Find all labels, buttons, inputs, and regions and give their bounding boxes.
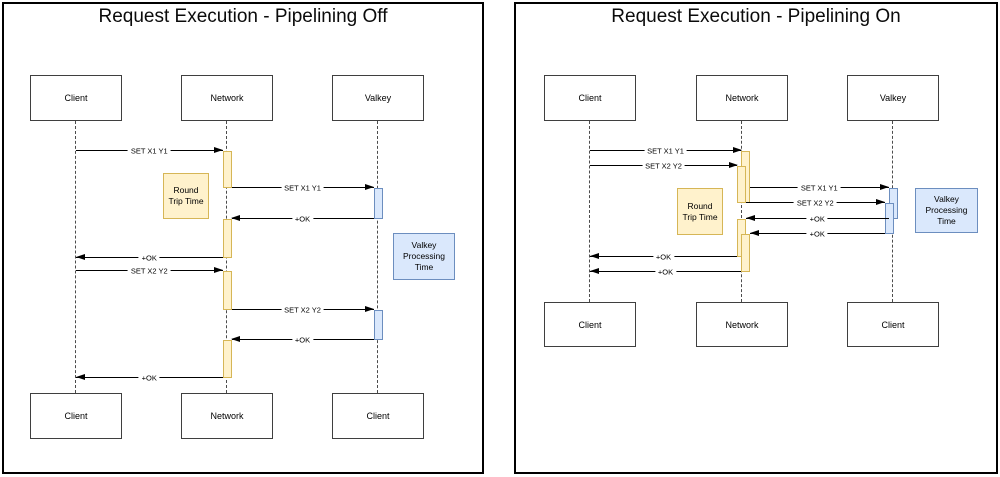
- note-round-trip-time: Round Trip Time: [163, 173, 209, 219]
- message-label: SET X2 Y2: [793, 198, 837, 208]
- lifeline-client: [589, 121, 591, 302]
- activation-bar-network-nested: [737, 166, 746, 203]
- message-label: +OK: [806, 229, 828, 238]
- activation-bar-network: [222, 150, 232, 188]
- message-label: SET X2 Y2: [281, 305, 324, 314]
- note-label: Round Trip Time: [682, 200, 718, 222]
- actor-box-network-bottom: Network: [181, 393, 273, 439]
- actor-label: Client: [366, 411, 390, 421]
- activation-bar-network: [222, 339, 232, 378]
- note-label: Valkey Processing Time: [402, 240, 446, 272]
- actor-box-valkey-top: Valkey: [847, 75, 939, 121]
- message-label: +OK: [291, 214, 314, 223]
- actor-label: Client: [578, 319, 602, 330]
- arrowhead-left-icon: [231, 335, 240, 342]
- activation-bar-network-nested: [741, 233, 750, 272]
- note-valkey-processing-time: Valkey Processing Time: [915, 188, 978, 233]
- message-label: +OK: [138, 253, 160, 262]
- arrowhead-left-icon: [749, 229, 759, 236]
- actor-label: Valkey: [364, 93, 392, 103]
- arrowhead-left-icon: [589, 267, 599, 274]
- actor-label: Network: [725, 319, 759, 330]
- activation-bar-network: [222, 271, 232, 310]
- actor-label: Network: [210, 93, 244, 103]
- arrowhead-left-icon: [75, 253, 85, 260]
- arrowhead-right-icon: [365, 305, 374, 312]
- actor-label: Client: [64, 93, 88, 103]
- actor-box-client-top: Client: [30, 75, 122, 121]
- arrowhead-right-icon: [880, 184, 889, 191]
- actor-label: Client: [578, 93, 602, 103]
- actor-label: Network: [210, 411, 244, 421]
- activation-bar-network: [222, 218, 232, 258]
- actor-box-network-bottom: Network: [696, 302, 788, 347]
- note-label: Round Trip Time: [168, 185, 204, 206]
- panel-title-off: Request Execution - Pipelining Off: [98, 6, 388, 27]
- arrowhead-left-icon: [589, 252, 599, 259]
- actor-box-client-bottom-right: Client: [847, 302, 939, 347]
- message-label: +OK: [652, 252, 675, 261]
- actor-box-valkey-top: Valkey: [332, 75, 424, 121]
- arrowhead-right-icon: [214, 267, 223, 274]
- note-round-trip-time: Round Trip Time: [677, 188, 723, 235]
- message-label: +OK: [291, 335, 314, 344]
- arrowhead-left-icon: [75, 373, 85, 380]
- arrowhead-left-icon: [745, 214, 755, 221]
- arrowhead-right-icon: [732, 146, 742, 153]
- actor-box-network-top: Network: [696, 75, 788, 121]
- lifeline-valkey: [377, 121, 379, 393]
- message-label: SET X1 Y1: [644, 146, 687, 155]
- arrowhead-right-icon: [365, 184, 374, 191]
- actor-box-client-bottom: Client: [544, 302, 636, 347]
- message-label: +OK: [138, 373, 160, 382]
- note-valkey-processing-time: Valkey Processing Time: [393, 233, 455, 280]
- panel-title-on: Request Execution - Pipelining On: [611, 6, 901, 27]
- actor-box-client-bottom: Client: [30, 393, 122, 439]
- activation-bar-valkey: [373, 309, 383, 340]
- arrowhead-left-icon: [231, 214, 240, 221]
- arrowhead-right-icon: [876, 199, 885, 206]
- actor-box-client-top: Client: [544, 75, 636, 121]
- arrowhead-right-icon: [728, 162, 738, 169]
- arrowhead-right-icon: [214, 146, 223, 153]
- note-label: Valkey Processing Time: [925, 194, 968, 226]
- message-label: SET X2 Y2: [127, 266, 171, 276]
- actor-label: Network: [725, 93, 759, 103]
- actor-label: Client: [881, 319, 905, 330]
- panel-pipelining-on: [514, 2, 998, 474]
- actor-label: Valkey: [879, 93, 907, 103]
- actor-label: Client: [64, 411, 88, 421]
- message-label: +OK: [654, 267, 677, 276]
- message-label: SET X1 Y1: [797, 183, 841, 193]
- message-label: SET X2 Y2: [642, 161, 685, 171]
- message-label: SET X1 Y1: [281, 183, 324, 193]
- actor-box-network-top: Network: [181, 75, 273, 121]
- actor-box-client-bottom-right: Client: [332, 393, 424, 439]
- message-label: +OK: [806, 214, 828, 223]
- message-label: SET X1 Y1: [127, 146, 171, 155]
- activation-bar-valkey: [373, 188, 383, 219]
- lifeline-network: [741, 121, 743, 302]
